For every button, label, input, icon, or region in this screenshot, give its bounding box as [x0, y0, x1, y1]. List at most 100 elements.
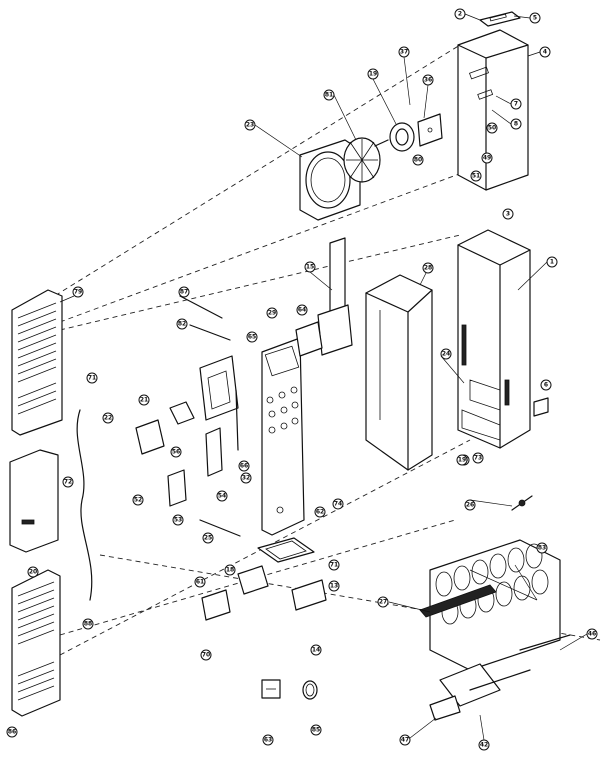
callout: 4 [539, 46, 551, 58]
svg-text:82: 82 [178, 321, 186, 328]
callout: 2 [454, 8, 466, 20]
callout: 14 [310, 644, 322, 656]
callout: 22 [102, 412, 114, 424]
svg-text:49: 49 [483, 155, 491, 162]
svg-text:29: 29 [268, 310, 276, 317]
burner-front-panel [261, 337, 305, 536]
clip [201, 589, 231, 621]
fan-blade [343, 137, 381, 183]
callouts: 2 5 4 7 8 50 49 51 37 36 80 19 81 23 3 1… [6, 8, 598, 751]
callout: 87 [178, 286, 190, 298]
svg-text:22: 22 [104, 415, 112, 422]
wire-harness [76, 409, 93, 601]
svg-text:64: 64 [298, 307, 306, 314]
svg-text:15: 15 [306, 264, 314, 271]
callout: 51 [470, 170, 482, 182]
callout: 72 [62, 476, 74, 488]
callout: 71 [86, 372, 98, 384]
callout: 19 [456, 454, 468, 466]
spring-coil [302, 680, 318, 700]
callout: 27 [377, 596, 389, 608]
callout: 32 [240, 472, 252, 484]
svg-text:86: 86 [8, 729, 16, 736]
svg-text:65: 65 [248, 334, 256, 341]
callout: 7 [510, 98, 522, 110]
callout: 21 [138, 394, 150, 406]
svg-text:70: 70 [202, 652, 210, 659]
cover-plate [479, 11, 521, 27]
callout: 62 [314, 506, 326, 518]
junction-box [169, 401, 195, 425]
svg-text:13: 13 [330, 583, 338, 590]
svg-text:8: 8 [514, 121, 518, 128]
callout: 70 [200, 649, 212, 661]
svg-text:62: 62 [316, 509, 324, 516]
svg-text:7: 7 [514, 101, 518, 108]
callout: 85 [310, 724, 322, 736]
motor-bracket [417, 113, 443, 147]
svg-text:23: 23 [246, 122, 254, 129]
thermocouple [511, 495, 533, 511]
svg-text:50: 50 [488, 125, 496, 132]
svg-text:71: 71 [330, 562, 338, 569]
callout: 15 [304, 261, 316, 273]
bracket [291, 579, 327, 611]
svg-text:3: 3 [506, 211, 510, 218]
callout: 29 [266, 307, 278, 319]
callout: 64 [296, 304, 308, 316]
svg-text:4: 4 [543, 49, 547, 56]
callout: 61 [194, 576, 206, 588]
svg-text:72: 72 [64, 479, 72, 486]
svg-text:36: 36 [424, 77, 432, 84]
svg-text:52: 52 [134, 497, 142, 504]
callout: 80 [412, 154, 424, 166]
svg-text:20: 20 [29, 569, 37, 576]
svg-text:74: 74 [334, 501, 342, 508]
gas-valve-assembly [429, 634, 571, 721]
svg-text:19: 19 [369, 71, 377, 78]
callout: 24 [440, 348, 452, 360]
gasket [295, 321, 323, 357]
svg-text:37: 37 [400, 49, 408, 56]
svg-text:2: 2 [458, 11, 462, 18]
callout: 8 [510, 118, 522, 130]
control-module [135, 419, 165, 455]
svg-text:46: 46 [588, 631, 596, 638]
svg-text:61: 61 [196, 579, 204, 586]
svg-text:63: 63 [264, 737, 272, 744]
switch-plate [167, 469, 187, 507]
leader-lines [59, 13, 588, 741]
svg-text:54: 54 [218, 493, 226, 500]
svg-text:73: 73 [474, 455, 482, 462]
callout: 83 [536, 542, 548, 554]
callout: 46 [586, 628, 598, 640]
svg-text:24: 24 [442, 351, 450, 358]
callout: 47 [399, 734, 411, 746]
callout: 86 [6, 726, 18, 738]
door-panel [9, 449, 59, 553]
svg-text:53: 53 [174, 517, 182, 524]
svg-text:83: 83 [538, 545, 546, 552]
callout: 56 [170, 446, 182, 458]
callout: 42 [478, 739, 490, 751]
callout: 65 [246, 331, 258, 343]
base-block [237, 565, 269, 595]
flue-collector [317, 237, 353, 356]
callout: 71 [328, 559, 340, 571]
callout: 66 [238, 460, 250, 472]
svg-text:25: 25 [204, 535, 212, 542]
svg-text:42: 42 [480, 742, 488, 749]
side-panel-plate [533, 397, 549, 417]
svg-text:28: 28 [424, 265, 432, 272]
callout: 19 [367, 68, 379, 80]
front-grille-upper [11, 289, 63, 436]
svg-text:88: 88 [84, 621, 92, 628]
svg-text:47: 47 [401, 737, 409, 744]
callout: 82 [176, 318, 188, 330]
inner-liner [365, 274, 433, 471]
top-cabinet [457, 29, 529, 191]
svg-text:66: 66 [240, 463, 248, 470]
svg-text:18: 18 [226, 567, 234, 574]
callout: 79 [72, 286, 84, 298]
